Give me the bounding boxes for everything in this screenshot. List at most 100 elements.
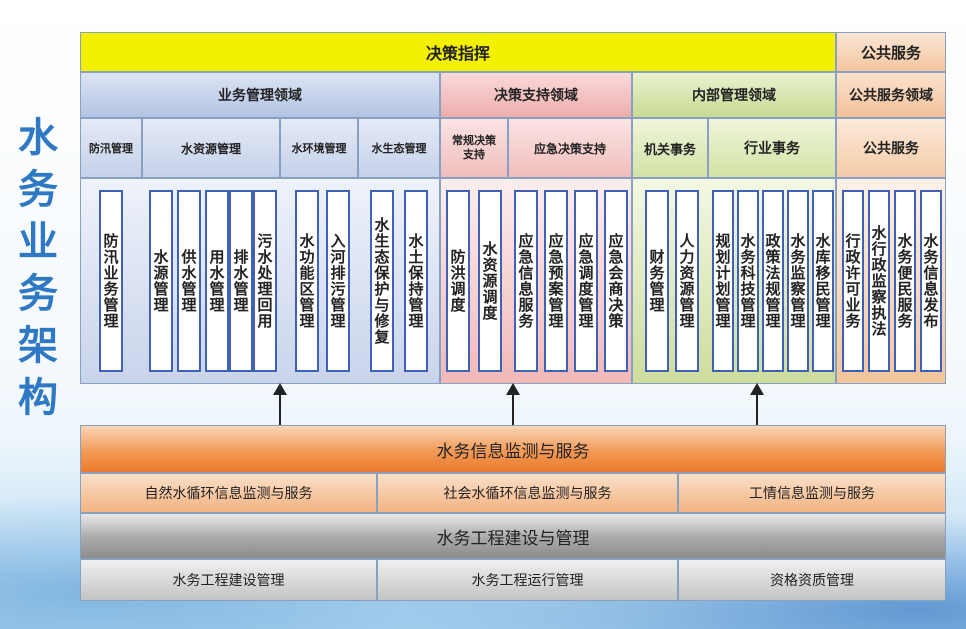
module-label: 应急调度管理 (576, 233, 595, 329)
module-label: 水源管理 (151, 249, 170, 313)
side-title-char: 架 (18, 323, 58, 369)
module-label: 污水处理回用 (255, 233, 274, 329)
side-title-char: 水 (18, 115, 58, 161)
monitoring-title: 水务信息监测与服务 (436, 441, 590, 462)
side-title-char: 构 (18, 375, 58, 421)
water-resource-subdomain-header: 水资源管理 (142, 118, 280, 178)
engineering-title: 水务工程建设与管理 (436, 528, 590, 549)
public-service-subdomain-label: 公共服务 (863, 141, 919, 157)
module-box: 水生态保护与修复 (370, 190, 394, 372)
engineering-item-label: 资格资质管理 (770, 573, 854, 589)
decision-domain-header: 决策支持领域 (440, 72, 632, 118)
module-box: 行政许可业务 (842, 190, 864, 372)
module-label: 水资源调度 (480, 241, 499, 321)
module-box: 应急信息服务 (514, 190, 538, 372)
side-title-char: 务 (18, 167, 58, 213)
engineering-item: 水务工程建设管理 (80, 559, 377, 601)
side-title-char: 务 (18, 271, 58, 317)
business-domain-header: 业务管理领域 (80, 72, 440, 118)
industry-affairs-subdomain-label: 行业事务 (744, 141, 800, 157)
module-box: 规划计划管理 (712, 190, 734, 372)
engineering-item-label: 水务工程建设管理 (172, 573, 285, 589)
module-label: 排水管理 (231, 249, 250, 313)
side-title: 水 务 业 务 架 构 (12, 118, 64, 418)
water-env-subdomain-header: 水环境管理 (280, 118, 358, 178)
flood-subdomain-header: 防汛管理 (80, 118, 142, 178)
public-domain-header: 公共服务领域 (836, 72, 946, 118)
emergency-decision-subdomain-header: 应急决策支持 (508, 118, 632, 178)
module-label: 规划计划管理 (713, 233, 732, 329)
module-box: 水务科技管理 (737, 190, 759, 372)
emergency-decision-subdomain-label: 应急决策支持 (533, 141, 606, 156)
engineering-item-label: 水务工程运行管理 (471, 573, 584, 589)
module-box: 防汛业务管理 (99, 190, 123, 372)
module-box: 水资源调度 (478, 190, 502, 372)
module-label: 政策法规管理 (763, 233, 782, 329)
water-resource-subdomain-label: 水资源管理 (180, 141, 241, 156)
module-label: 水务科技管理 (738, 233, 757, 329)
module-label: 水功能区管理 (297, 233, 316, 329)
engineering-title-bar: 水务工程建设与管理 (80, 513, 946, 559)
module-box: 水土保持管理 (404, 190, 428, 372)
module-box: 财务管理 (645, 190, 669, 372)
flood-subdomain-label: 防汛管理 (89, 142, 133, 155)
module-label: 行政许可业务 (843, 233, 862, 329)
module-box: 用水管理 (205, 190, 229, 372)
module-box: 水务信息发布 (920, 190, 942, 372)
module-box: 水功能区管理 (295, 190, 319, 372)
module-label: 防汛业务管理 (101, 233, 120, 329)
side-title-char: 业 (18, 219, 58, 265)
module-box: 水务监察管理 (787, 190, 809, 372)
water-eco-subdomain-label: 水生态管理 (371, 142, 427, 155)
public-service-subdomain-header: 公共服务 (836, 118, 946, 178)
engineering-item: 水务工程运行管理 (377, 559, 678, 601)
up-arrow-icon (750, 383, 764, 425)
module-box: 应急会商决策 (604, 190, 628, 372)
module-label: 人力资源管理 (677, 233, 696, 329)
module-label: 水库移民管理 (813, 233, 832, 329)
business-domain-label: 业务管理领域 (218, 88, 302, 104)
decision-command-header: 决策指挥 (80, 32, 836, 72)
module-box: 污水处理回用 (253, 190, 277, 372)
internal-domain-header: 内部管理领域 (632, 72, 836, 118)
module-label: 水生态保护与修复 (372, 217, 391, 345)
module-label: 水务监察管理 (788, 233, 807, 329)
module-label: 财务管理 (647, 249, 666, 313)
monitoring-item: 社会水循环信息监测与服务 (377, 473, 678, 513)
routine-decision-subdomain-label: 常规决策支持 (452, 133, 496, 161)
module-box: 排水管理 (229, 190, 253, 372)
monitoring-item: 自然水循环信息监测与服务 (80, 473, 377, 513)
module-box: 防洪调度 (446, 190, 470, 372)
engineering-item: 资格资质管理 (678, 559, 946, 601)
module-box: 水库移民管理 (812, 190, 834, 372)
module-label: 水行政监察执法 (869, 225, 888, 337)
public-service-header: 公共服务 (836, 32, 946, 72)
internal-domain-label: 内部管理领域 (692, 88, 776, 104)
agency-affairs-subdomain-label: 机关事务 (643, 142, 696, 158)
module-label: 水务信息发布 (921, 233, 940, 329)
industry-affairs-subdomain-header: 行业事务 (708, 118, 836, 178)
module-box: 应急预案管理 (544, 190, 568, 372)
monitoring-item-label: 自然水循环信息监测与服务 (144, 486, 313, 502)
water-env-subdomain-label: 水环境管理 (291, 142, 347, 155)
decision-domain-label: 决策支持领域 (494, 88, 578, 104)
up-arrow-icon (506, 383, 520, 425)
public-domain-label: 公共服务领域 (849, 88, 933, 104)
module-box: 人力资源管理 (675, 190, 699, 372)
agency-affairs-subdomain-header: 机关事务 (632, 118, 708, 178)
monitoring-item-label: 工情信息监测与服务 (749, 486, 875, 502)
module-label: 水务便民服务 (895, 233, 914, 329)
module-label: 应急预案管理 (546, 233, 565, 329)
module-box: 水源管理 (149, 190, 173, 372)
module-box: 水务便民服务 (894, 190, 916, 372)
module-label: 应急会商决策 (606, 233, 625, 329)
module-box: 应急调度管理 (574, 190, 598, 372)
module-label: 供水管理 (179, 249, 198, 313)
routine-decision-subdomain-header: 常规决策支持 (440, 118, 508, 178)
module-box: 水行政监察执法 (868, 190, 890, 372)
public-service-header-label: 公共服务 (860, 43, 921, 62)
module-label: 用水管理 (207, 249, 226, 313)
module-label: 应急信息服务 (516, 233, 535, 329)
up-arrow-icon (273, 383, 287, 425)
monitoring-item: 工情信息监测与服务 (678, 473, 946, 513)
